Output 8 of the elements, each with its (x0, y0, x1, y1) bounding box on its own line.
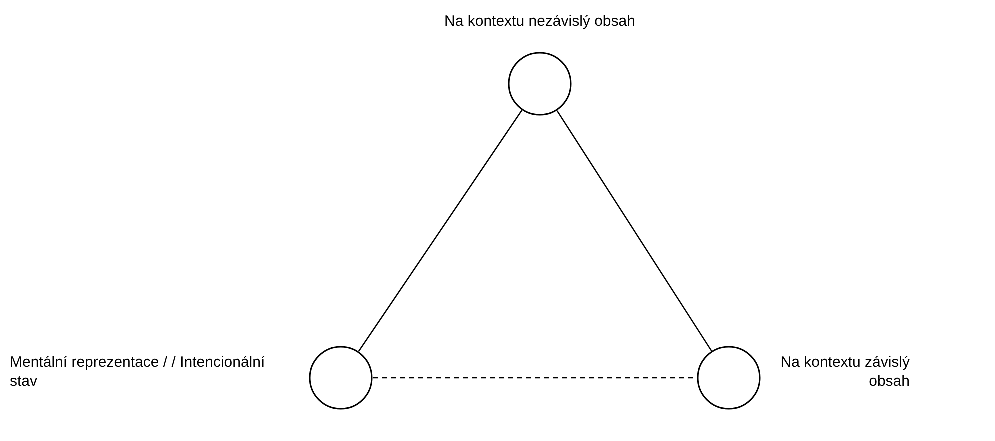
circle-node (309, 346, 373, 410)
connector-line (556, 110, 712, 352)
node-caption: Na kontextu závislý obsah (780, 353, 910, 391)
node-caption: Na kontextu nezávislý obsah (444, 12, 636, 31)
circle-node (697, 346, 761, 410)
node-caption: Mentální reprezentace / / Intencionální stav (10, 353, 266, 391)
circle-node (508, 52, 572, 116)
connector-line (358, 110, 523, 352)
